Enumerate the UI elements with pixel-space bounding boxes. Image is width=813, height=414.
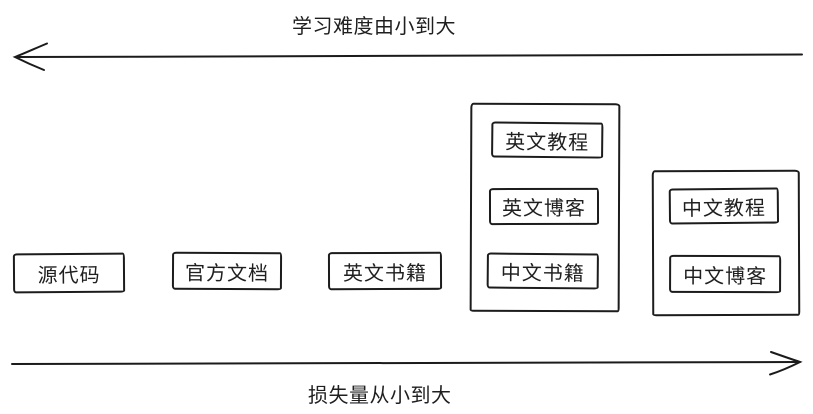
node-official-docs: 官方文档	[171, 251, 283, 291]
node-source-code: 源代码	[12, 252, 126, 294]
node-chinese-books: 中文书籍	[486, 252, 599, 290]
bottom-axis-label: 损失量从小到大	[308, 385, 452, 407]
left-arrow-shaft	[15, 53, 803, 58]
node-english-blogs: 英文博客	[488, 187, 600, 226]
right-arrow	[11, 351, 803, 376]
left-arrow	[12, 42, 803, 71]
right-arrow-shaft	[11, 361, 801, 365]
node-chinese-blogs: 中文博客	[669, 254, 782, 294]
right-arrow-head	[769, 351, 803, 376]
group-box-1: 英文教程 英文博客 中文书籍	[469, 102, 621, 313]
node-english-books: 英文书籍	[327, 251, 443, 291]
left-arrow-head	[12, 42, 48, 71]
group-box-2: 中文教程 中文博客	[651, 169, 801, 317]
node-chinese-tutorials: 中文教程	[668, 187, 780, 225]
top-axis-label: 学习难度由小到大	[292, 16, 456, 38]
node-english-tutorials: 英文教程	[491, 121, 604, 159]
